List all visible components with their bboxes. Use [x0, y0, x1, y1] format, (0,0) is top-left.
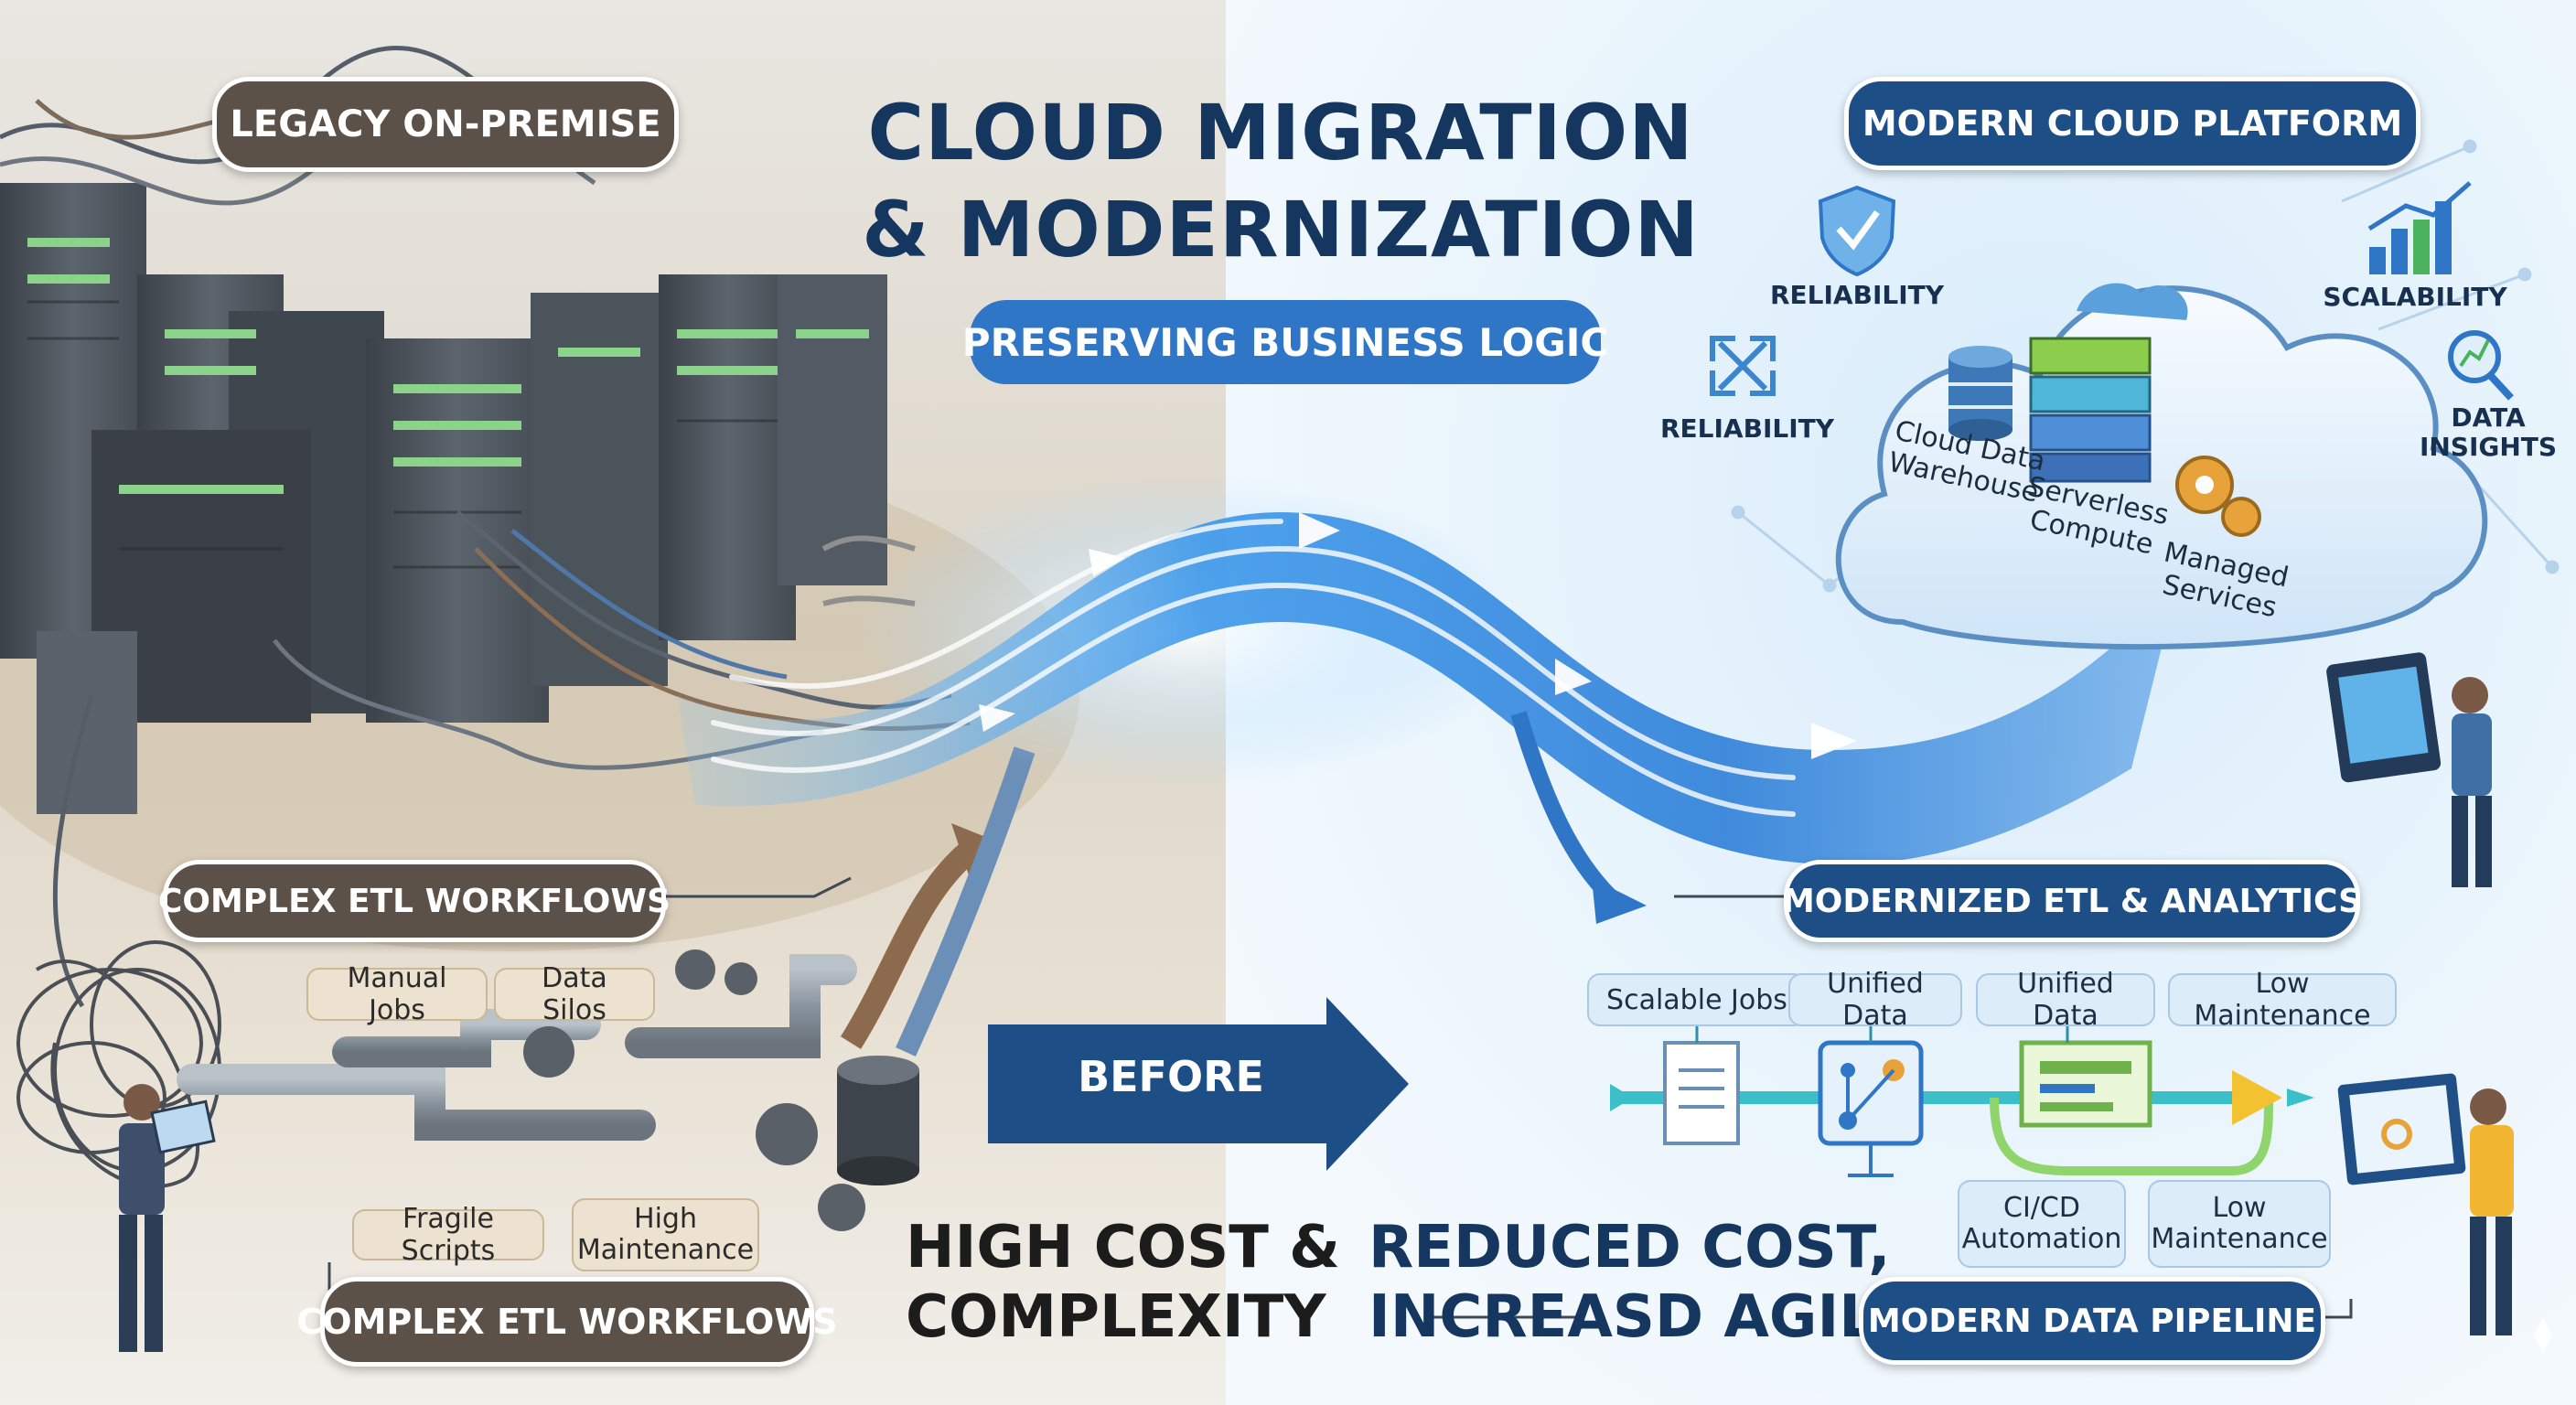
server-racks [0, 183, 887, 814]
tag-cicd-automation: CI/CD Automation [1958, 1180, 2126, 1268]
high-cost-line-2: COMPLEXITY [906, 1283, 1326, 1351]
bar-chart-icon [2367, 181, 2472, 274]
legacy-feed-arrow [896, 746, 1036, 1056]
magnifier-chart-icon [2448, 330, 2514, 401]
server-stack-icon [2029, 337, 2152, 483]
legacy-pipes [177, 954, 857, 1168]
before-arrow-shape [988, 997, 1409, 1171]
legacy-header-pill: LEGACY ON-PREMISE [212, 77, 679, 172]
before-label: BEFORE [1078, 1052, 1264, 1101]
analyst-bottom-person [2337, 1073, 2514, 1335]
migration-flow [677, 512, 2177, 865]
tag-low-maintenance: Low Maintenance [2168, 968, 2397, 1032]
subtitle-pill: PRESERVING BUSINESS LOGIC [962, 300, 1608, 384]
dashboard-panel-icon [2019, 1040, 2152, 1128]
etl-label-bottom: COMPLEX ETL WORKFLOWS [296, 1277, 838, 1367]
insights-label-2: INSIGHTS [2419, 432, 2558, 462]
tag-unified-data-2: Unified Data [1976, 968, 2155, 1032]
low-maint-line-2: Maintenance [2151, 1223, 2328, 1255]
title-line-1: CLOUD MIGRATION [867, 88, 1694, 177]
tag-low-maintenance-2: Low Maintenance [2148, 1180, 2331, 1268]
title-line-2: & MODERNIZATION [862, 185, 1700, 274]
tag-high-maintenance: High Maintenance [572, 1198, 759, 1271]
legacy-feedback-arrows [821, 535, 916, 606]
scalability-label: SCALABILITY [2323, 282, 2507, 312]
reliability-label-arrows: RELIABILITY [1659, 413, 1834, 444]
gears-icon [2175, 456, 2261, 537]
etl-tangle [16, 940, 221, 1188]
cicd-line-1: CI/CD [2003, 1192, 2080, 1224]
expand-arrows-icon [1710, 336, 1776, 396]
analyst-top-person [2326, 652, 2492, 887]
high-cost-line-1: HIGH COST & [906, 1214, 1340, 1282]
sparkle-icon [2534, 1317, 2552, 1354]
result-line-1: REDUCED COST, [1368, 1214, 1891, 1282]
legacy-database-icon [837, 1056, 919, 1185]
cloud-header-pill: MODERN CLOUD PLATFORM [1844, 77, 2420, 170]
etl-label-top: COMPLEX ETL WORKFLOWS [158, 860, 671, 942]
etl-analytics-pill: MODERNIZED ETL & ANALYTICS [1782, 860, 2362, 942]
modern-pipeline-pill: MODERN DATA PIPELINE [1859, 1277, 2325, 1365]
insights-label-1: DATA [2451, 402, 2526, 433]
modern-pipeline [1610, 1040, 2314, 1177]
shield-icon [1818, 185, 1896, 277]
document-icon [1663, 1041, 1740, 1145]
workflow-icon [1818, 1040, 1924, 1177]
tag-manual-jobs: Manual Jobs [306, 962, 488, 1026]
pipeline-tag-pointers [1695, 1024, 2069, 1043]
tag-data-silos: Data Silos [494, 962, 655, 1026]
legacy-gears [523, 949, 865, 1231]
tag-unified-data-1: Unified Data [1788, 968, 1962, 1032]
play-triangle-icon [2232, 1070, 2282, 1125]
engineer-person [119, 1084, 216, 1352]
low-maint-line-1: Low [2212, 1192, 2267, 1224]
legacy-return-arrow [840, 842, 978, 1049]
database-icon [1948, 346, 2012, 441]
cicd-line-2: Automation [1961, 1223, 2122, 1255]
reliability-label-shield: RELIABILITY [1769, 280, 1944, 310]
tag-scalable-jobs: Scalable Jobs [1587, 973, 1807, 1026]
tag-fragile-scripts: Fragile Scripts [352, 1203, 544, 1267]
